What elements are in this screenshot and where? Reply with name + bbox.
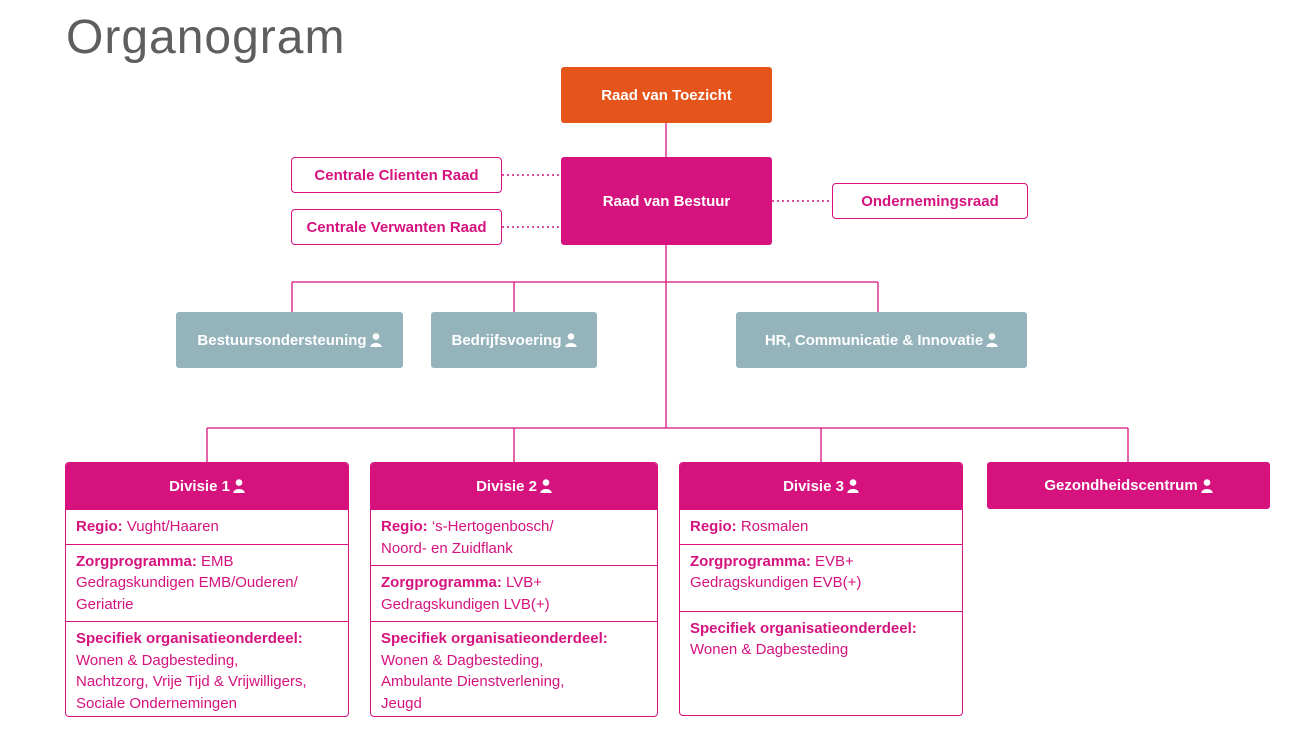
centrale-clienten-raad-box[interactable]: Centrale Clienten Raad [291,157,502,193]
specific-unit-section: Specifiek organisatieonderdeel: Wonen & … [371,621,657,716]
specific-unit-key: Specifiek organisatieonderdeel: [690,619,917,637]
centrale-clienten-raad-label: Centrale Clienten Raad [314,166,479,184]
division-title: Divisie 1 [169,477,230,495]
specific-unit-value: Wonen & Dagbesteding, [76,651,239,669]
person-icon [540,479,552,493]
specific-unit-key: Specifiek organisatieonderdeel: [76,630,303,647]
ondernemingsraad-box[interactable]: Ondernemingsraad [832,183,1028,219]
raad-van-toezicht-box[interactable]: Raad van Toezicht [561,67,772,123]
staff-label: Bestuursondersteuning [197,331,367,349]
specific-unit-value: Ambulante Dienstverlening, [381,673,565,690]
raad-van-bestuur-box[interactable]: Raad van Bestuur [561,157,772,245]
care-program-value: LVB+ [501,574,543,591]
division-header[interactable]: Divisie 1 [66,463,348,509]
raad-van-toezicht-label: Raad van Toezicht [601,86,732,104]
division-header[interactable]: Divisie 3 [680,463,962,509]
specific-unit-value: Jeugd [381,694,422,712]
specific-unit-value: Sociale Ondernemingen [76,694,237,712]
region-value: ‘s-Hertogenbosch/ [427,518,554,535]
division-title: Divisie 3 [783,477,844,495]
region-key: Regio: [76,518,123,535]
division-header[interactable]: Divisie 2 [371,463,657,509]
care-program-key: Zorgprogramma: [690,552,811,570]
specific-unit-value: Wonen & Dagbesteding [690,641,849,658]
staff-label: HR, Communicatie & Innovatie [764,331,984,349]
division-card-2[interactable]: Divisie 2 Regio: ‘s-Hertogenbosch/ Noord… [370,462,658,717]
person-icon [986,333,998,347]
page-title: Organogram [66,11,346,64]
staff-box-bestuursondersteuning[interactable]: Bestuursondersteuning [176,312,403,368]
specific-unit-section: Specifiek organisatieonderdeel: Wonen & … [680,610,962,667]
specific-unit-value: Nachtzorg, Vrije Tijd & Vrijwilligers, [76,673,307,690]
care-program-section: Zorgprogramma: EVB+ Gedragskundigen EVB(… [680,543,962,611]
raad-van-bestuur-label: Raad van Bestuur [602,192,731,210]
person-icon [369,333,382,347]
region-key: Regio: [690,518,737,535]
care-program-value: EMB [196,552,234,570]
region-value: Rosmalen [736,518,809,535]
division-card-3[interactable]: Divisie 3 Regio: Rosmalen Zorgprogramma:… [679,462,963,716]
care-program-section: Zorgprogramma: LVB+ Gedragskundigen LVB(… [371,565,657,621]
care-program-value: Gedragskundigen EMB/Ouderen/ [76,574,298,591]
region-value: Noord- en Zuidflank [381,539,513,557]
specific-unit-key: Specifiek organisatieonderdeel: [381,630,608,647]
care-program-key: Zorgprogramma: [381,574,502,591]
region-value: Vught/Haaren [122,518,219,535]
centrale-verwanten-raad-box[interactable]: Centrale Verwanten Raad [291,209,502,245]
staff-label: Bedrijfsvoering [451,331,562,349]
division-title: Divisie 2 [476,477,537,495]
person-icon [233,479,245,493]
person-icon [564,333,577,347]
gezondheidscentrum-box[interactable]: Gezondheidscentrum [987,462,1270,509]
ondernemingsraad-label: Ondernemingsraad [861,192,999,210]
person-icon [847,479,859,493]
region-section: Regio: Vught/Haaren [66,509,348,544]
region-section: Regio: Rosmalen [680,509,962,544]
care-program-value: EVB+ [810,552,854,570]
staff-box-hr-communicatie-innovatie[interactable]: HR, Communicatie & Innovatie [736,312,1027,368]
specific-unit-section: Specifiek organisatieonderdeel: Wonen & … [66,621,348,716]
care-program-value: Geriatrie [76,595,134,613]
care-program-key: Zorgprogramma: [76,552,197,570]
staff-box-bedrijfsvoering[interactable]: Bedrijfsvoering [431,312,597,368]
person-icon [1200,478,1213,493]
centrale-verwanten-raad-label: Centrale Verwanten Raad [306,218,487,236]
care-program-value: Gedragskundigen LVB(+) [381,595,550,613]
region-key: Regio: [381,518,428,535]
division-card-1[interactable]: Divisie 1 Regio: Vught/Haaren Zorgprogra… [65,462,349,717]
region-section: Regio: ‘s-Hertogenbosch/ Noord- en Zuidf… [371,509,657,565]
gezondheidscentrum-label: Gezondheidscentrum [1044,477,1198,494]
specific-unit-value: Wonen & Dagbesteding, [381,651,544,669]
care-program-value: Gedragskundigen EVB(+) [690,574,862,591]
care-program-section: Zorgprogramma: EMB Gedragskundigen EMB/O… [66,543,348,622]
